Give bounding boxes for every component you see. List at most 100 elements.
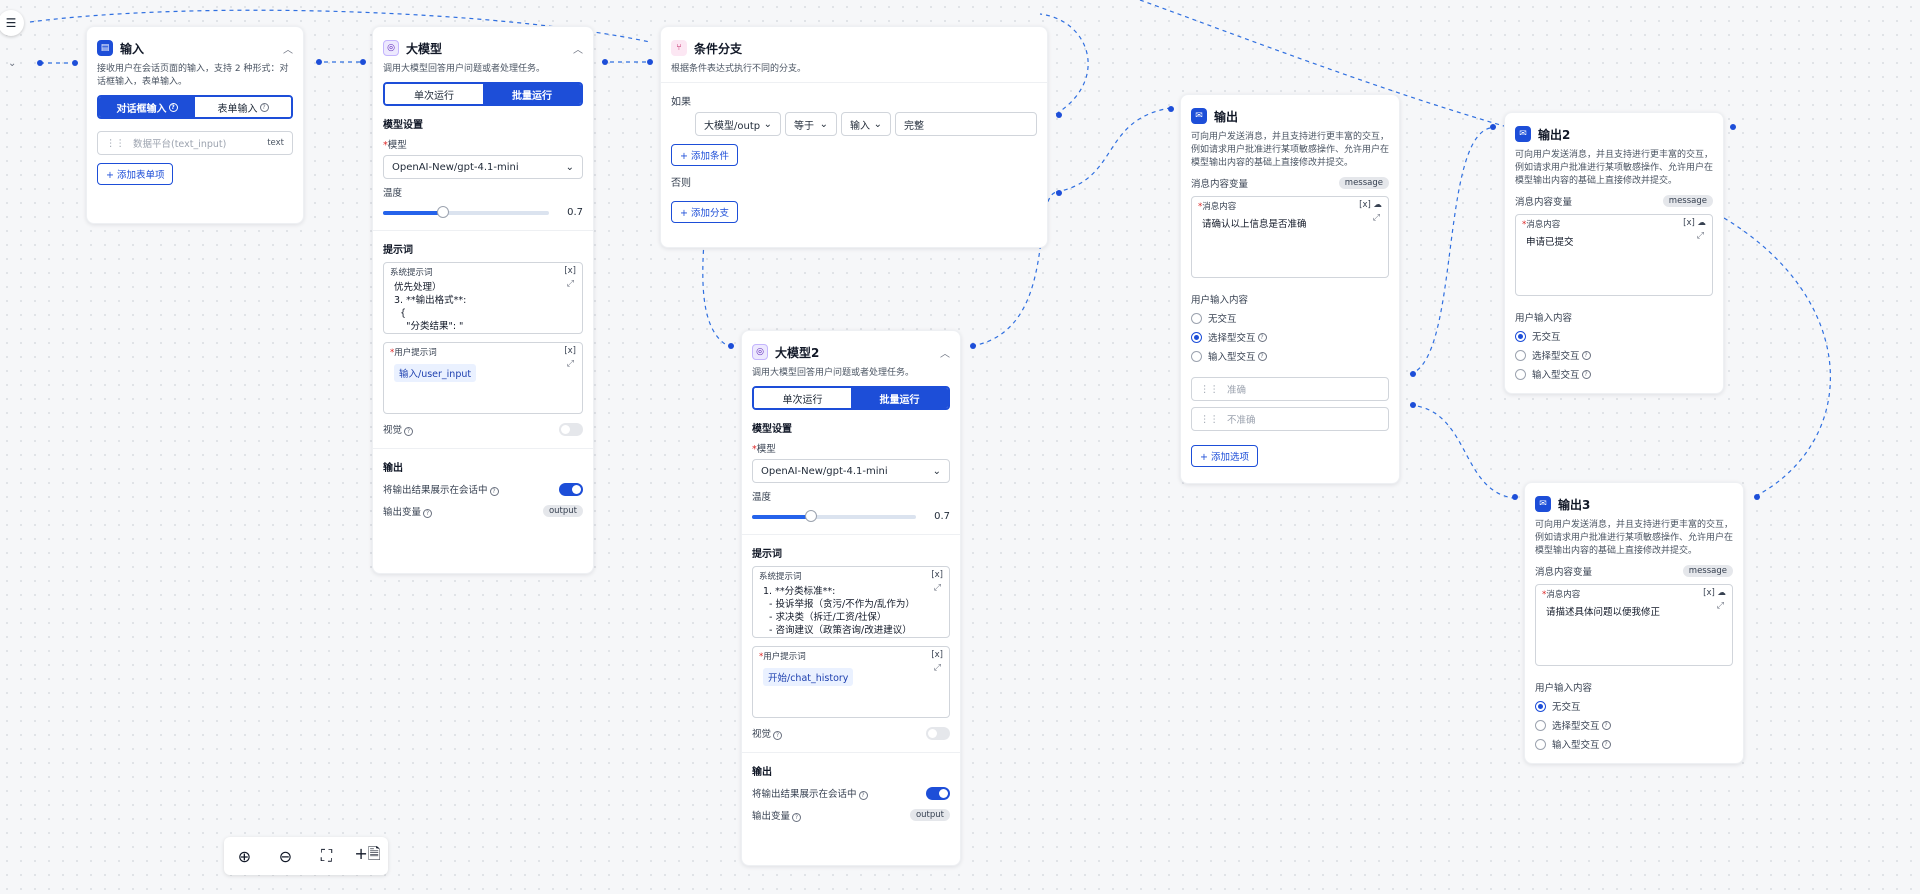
chevron-down-icon[interactable]: ⌄ bbox=[8, 58, 17, 69]
connection-handle[interactable] bbox=[970, 343, 976, 349]
connection-handle[interactable] bbox=[1754, 494, 1760, 500]
model-select[interactable]: OpenAI-New/gpt-4.1-mini⌄ bbox=[752, 459, 950, 483]
condition-branch-node[interactable]: ⑂ 条件分支 根据条件表达式执行不同的分支。 如果 大模型/outp⌄ 等于⌄ … bbox=[660, 26, 1048, 248]
system-prompt-text[interactable]: 优先处理） 3. **输出格式**: { "分类结果": " bbox=[394, 282, 467, 332]
expand-icon[interactable]: ⤢ bbox=[933, 663, 941, 673]
temperature-slider[interactable]: 0.7 bbox=[752, 509, 950, 522]
connection-handle[interactable] bbox=[316, 59, 322, 65]
interaction-option[interactable]: 无交互 bbox=[1191, 311, 1389, 325]
variable-icon[interactable]: [x] bbox=[564, 266, 576, 276]
radio-button[interactable] bbox=[1191, 312, 1202, 324]
collapse-icon[interactable]: ︿ bbox=[283, 44, 293, 56]
expand-icon[interactable]: ⤢ bbox=[1696, 231, 1704, 241]
radio-button[interactable] bbox=[1515, 368, 1526, 380]
upload-icon[interactable]: ☁ bbox=[1697, 218, 1707, 228]
variable-icon[interactable]: [x] bbox=[1703, 588, 1715, 598]
message-content-text[interactable]: 申请已提交 bbox=[1526, 237, 1574, 248]
upload-icon[interactable]: ☁ bbox=[1373, 200, 1383, 210]
connection-handle[interactable] bbox=[602, 59, 608, 65]
collapse-icon[interactable]: ︿ bbox=[940, 348, 950, 360]
interaction-option[interactable]: 选择型交互? bbox=[1515, 348, 1713, 362]
slider-knob[interactable] bbox=[805, 509, 818, 522]
interaction-option[interactable]: 输入型交互? bbox=[1515, 367, 1713, 381]
add-branch-button[interactable]: + 添加分支 bbox=[671, 201, 738, 223]
upload-icon[interactable]: ☁ bbox=[1717, 588, 1727, 598]
connection-handle[interactable] bbox=[647, 59, 653, 65]
connection-handle[interactable] bbox=[1490, 124, 1496, 130]
connection-handle[interactable] bbox=[37, 60, 43, 66]
message-content-editor[interactable]: *消息内容[x] ☁ ⤢ 申请已提交 bbox=[1515, 214, 1713, 296]
variable-icon[interactable]: [x] bbox=[1683, 218, 1695, 228]
slider-knob[interactable] bbox=[436, 205, 449, 218]
message-content-editor[interactable]: *消息内容[x] ☁ ⤢ 请描述具体问题以便我修正 bbox=[1535, 584, 1733, 666]
interaction-option[interactable]: 无交互 bbox=[1535, 699, 1733, 713]
interaction-option[interactable]: 选择型交互? bbox=[1535, 718, 1733, 732]
interaction-option[interactable]: 选择型交互? bbox=[1191, 330, 1389, 344]
radio-button[interactable] bbox=[1191, 350, 1202, 362]
connection-handle[interactable] bbox=[728, 343, 734, 349]
tab-batch-run[interactable]: 批量运行 bbox=[851, 388, 948, 408]
user-prompt-editor[interactable]: *用户提示词[x] ⤢ 开始/chat_history bbox=[752, 646, 950, 718]
vision-toggle[interactable] bbox=[926, 726, 950, 740]
radio-button[interactable] bbox=[1535, 738, 1546, 750]
add-form-item-button[interactable]: + 添加表单项 bbox=[97, 163, 174, 185]
interaction-option[interactable]: 输入型交互? bbox=[1191, 349, 1389, 363]
connection-handle[interactable] bbox=[1168, 106, 1174, 112]
zoom-out-icon[interactable]: ⊖ bbox=[278, 846, 293, 866]
radio-button[interactable] bbox=[1515, 330, 1526, 342]
output-node-1[interactable]: ✉ 输出 可向用户发送消息，并且支持进行更丰富的交互，例如请求用户批准进行某项敏… bbox=[1180, 94, 1400, 484]
output-node-2[interactable]: ✉ 输出2 可向用户发送消息，并且支持进行更丰富的交互，例如请求用户批准进行某项… bbox=[1504, 112, 1724, 394]
temperature-slider[interactable]: 0.7 bbox=[383, 205, 583, 218]
system-prompt-editor[interactable]: 系统提示词[x] ⤢ 优先处理） 3. **输出格式**: { "分类结果": … bbox=[383, 262, 583, 334]
llm-node-2[interactable]: ◎ 大模型2 ︿ 调用大模型回答用户问题或者处理任务。 单次运行 批量运行 模型… bbox=[741, 330, 961, 866]
connection-handle[interactable] bbox=[1410, 402, 1416, 408]
input-node[interactable]: ▤ 输入 ︿ 接收用户在会话页面的输入，支持 2 种形式：对话框输入，表单输入。… bbox=[86, 26, 304, 224]
expand-icon[interactable]: ⤢ bbox=[1716, 601, 1724, 611]
add-option-button[interactable]: + 添加选项 bbox=[1191, 445, 1258, 467]
form-field-item[interactable]: ⋮⋮ 数据平台(text_input) text bbox=[97, 131, 293, 155]
message-var-badge[interactable]: message bbox=[1338, 177, 1389, 189]
tab-form-input[interactable]: 表单输入? bbox=[195, 97, 291, 117]
system-prompt-editor[interactable]: 系统提示词[x] ⤢ 1. **分类标准**: - 投诉举报（贪污/不作为/乱作… bbox=[752, 566, 950, 638]
collapse-icon[interactable]: ︿ bbox=[573, 44, 583, 56]
system-prompt-text[interactable]: 1. **分类标准**: - 投诉举报（贪污/不作为/乱作为） - 求决类（拆迁… bbox=[763, 586, 915, 636]
fit-view-icon[interactable]: ⛶ bbox=[320, 846, 333, 865]
show-output-toggle[interactable] bbox=[559, 482, 583, 496]
connection-handle[interactable] bbox=[360, 59, 366, 65]
variable-chip[interactable]: 开始/chat_history bbox=[763, 668, 854, 686]
zoom-in-icon[interactable]: ⊕ bbox=[237, 846, 252, 866]
expand-icon[interactable]: ⤢ bbox=[933, 583, 941, 593]
expand-icon[interactable]: ⤢ bbox=[1372, 213, 1380, 223]
message-var-badge[interactable]: message bbox=[1662, 195, 1713, 207]
model-select[interactable]: OpenAI-New/gpt-4.1-mini⌄ bbox=[383, 155, 583, 179]
tab-batch-run[interactable]: 批量运行 bbox=[483, 84, 581, 104]
expand-icon[interactable]: ⤢ bbox=[566, 359, 574, 369]
output-node-3[interactable]: ✉ 输出3 可向用户发送消息，并且支持进行更丰富的交互，例如请求用户批准进行某项… bbox=[1524, 482, 1744, 764]
connection-handle[interactable] bbox=[1056, 190, 1062, 196]
variable-icon[interactable]: [x] bbox=[564, 346, 576, 356]
message-var-badge[interactable]: message bbox=[1682, 565, 1733, 577]
condition-value-input[interactable]: 完整 bbox=[895, 112, 1037, 136]
variable-icon[interactable]: [x] bbox=[931, 650, 943, 660]
drag-handle-icon[interactable]: ⋮⋮ bbox=[1200, 383, 1219, 395]
message-content-editor[interactable]: *消息内容[x] ☁ ⤢ 请确认以上信息是否准确 bbox=[1191, 196, 1389, 278]
tab-single-run[interactable]: 单次运行 bbox=[385, 84, 483, 104]
condition-source-select[interactable]: 输入⌄ bbox=[841, 112, 891, 136]
choice-option[interactable]: ⋮⋮不准确 bbox=[1191, 407, 1389, 431]
radio-button[interactable] bbox=[1515, 349, 1526, 361]
tab-dialog-input[interactable]: 对话框输入? bbox=[99, 97, 195, 117]
add-note-icon[interactable]: +🗎 bbox=[354, 843, 381, 863]
variable-chip[interactable]: 输入/user_input bbox=[394, 364, 477, 382]
message-content-text[interactable]: 请确认以上信息是否准确 bbox=[1202, 219, 1307, 230]
connection-handle[interactable] bbox=[1410, 371, 1416, 377]
radio-button[interactable] bbox=[1191, 331, 1202, 343]
radio-button[interactable] bbox=[1535, 700, 1546, 712]
menu-collapse-icon[interactable]: ☰ bbox=[0, 10, 24, 36]
variable-icon[interactable]: [x] bbox=[1359, 200, 1371, 210]
show-output-toggle[interactable] bbox=[926, 786, 950, 800]
message-content-text[interactable]: 请描述具体问题以便我修正 bbox=[1546, 607, 1661, 618]
interaction-option[interactable]: 无交互 bbox=[1515, 329, 1713, 343]
condition-variable-select[interactable]: 大模型/outp⌄ bbox=[695, 112, 781, 136]
user-prompt-editor[interactable]: *用户提示词[x] ⤢ 输入/user_input bbox=[383, 342, 583, 414]
connection-handle[interactable] bbox=[1730, 124, 1736, 130]
